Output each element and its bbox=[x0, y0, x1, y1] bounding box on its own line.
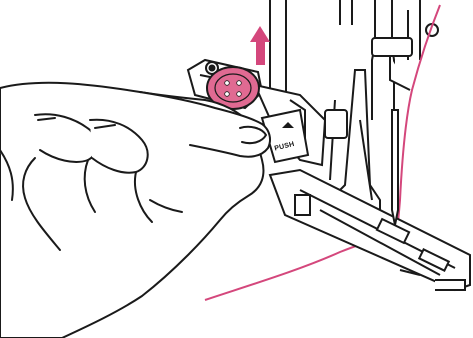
hand bbox=[0, 83, 270, 338]
needle-clamp bbox=[372, 24, 438, 90]
needle bbox=[392, 110, 398, 225]
up-arrow-icon bbox=[250, 26, 270, 65]
